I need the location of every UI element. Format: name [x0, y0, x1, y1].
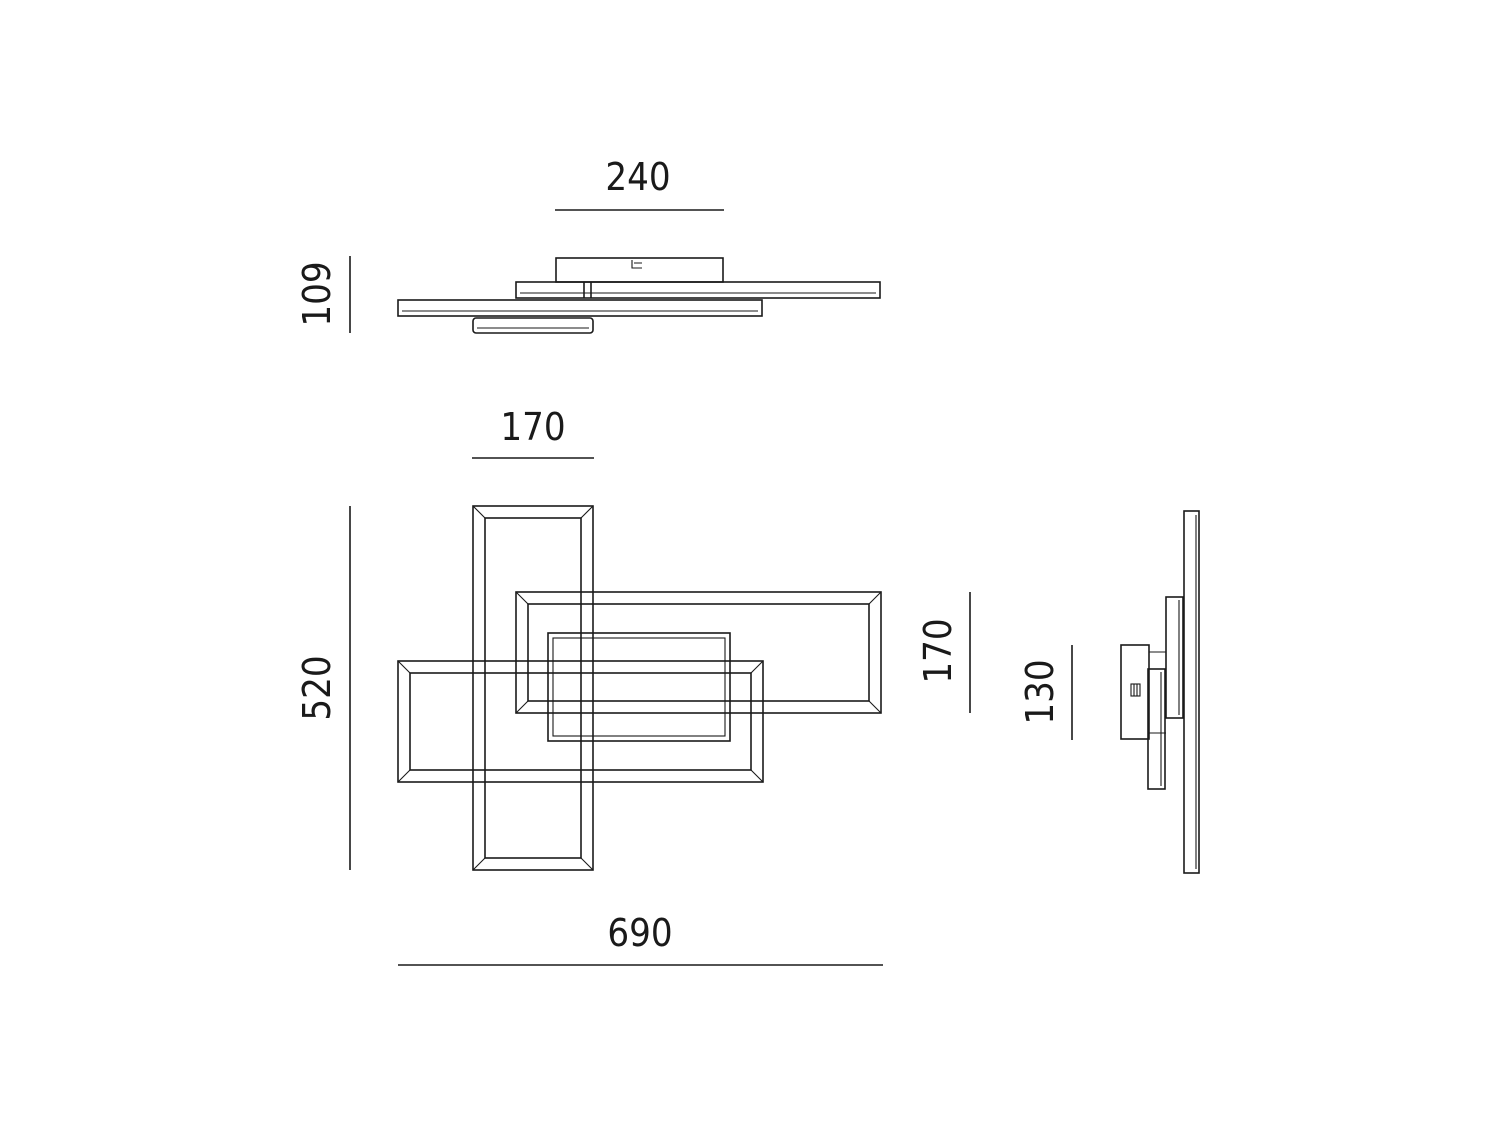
side-frame-profile-b — [1147, 668, 1166, 790]
side-canopy-body — [1120, 644, 1150, 740]
side-frame-profile-a — [1165, 596, 1184, 719]
vertical-frame — [472, 505, 594, 871]
canopy-body — [555, 257, 724, 283]
horizontal-frame-right — [515, 591, 882, 714]
front-view: 170 520 690 170 — [295, 405, 971, 966]
connector-icon — [631, 260, 642, 269]
dim-top-height-label: 109 — [295, 261, 339, 326]
dim-overall-height-label: 520 — [295, 655, 339, 720]
lower-frame-side — [472, 317, 594, 334]
upper-frame-side — [515, 281, 881, 299]
dim-inner-height-label: 170 — [916, 618, 960, 683]
dim-frame-width-label: 170 — [500, 405, 565, 449]
dim-side-depth-label: 130 — [1018, 659, 1062, 724]
canopy-plate-inner — [552, 637, 726, 737]
dim-top-width-label: 240 — [605, 155, 670, 199]
top-view: 240 109 — [295, 155, 881, 334]
side-plate-outer — [1183, 510, 1200, 874]
middle-frame-side — [397, 299, 763, 317]
side-connector-icon — [1130, 683, 1141, 697]
side-view: 130 — [1018, 510, 1200, 874]
dim-overall-width-label: 690 — [607, 911, 672, 955]
canopy-plate — [547, 632, 731, 742]
